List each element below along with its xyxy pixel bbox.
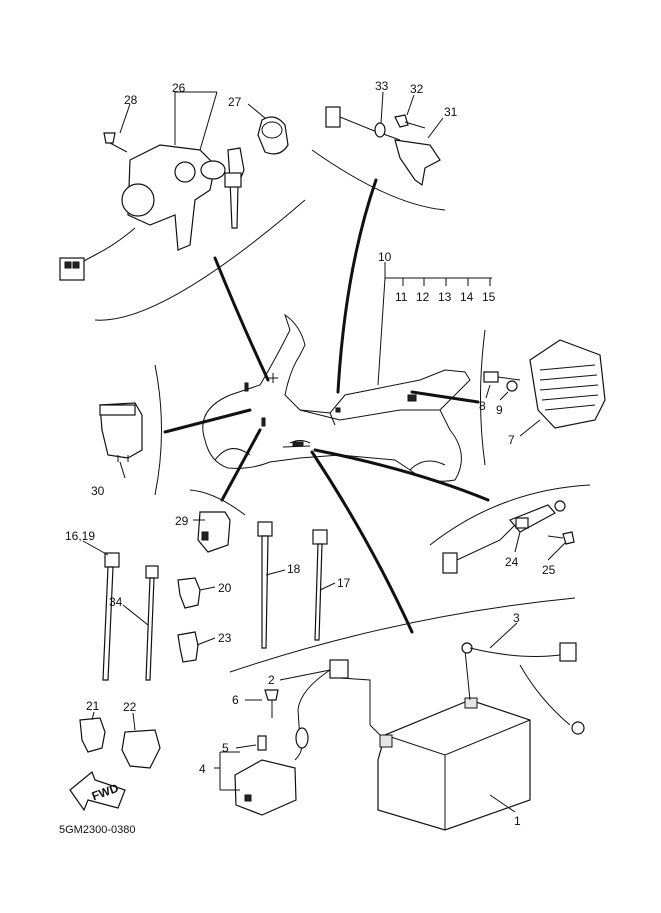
- battery-assembly: [234, 642, 585, 831]
- bike-marker-5: [335, 407, 341, 413]
- leader-battery: [310, 450, 414, 634]
- callout-34: 34: [109, 595, 123, 609]
- relay-29: [197, 511, 231, 553]
- relay-30: [99, 402, 143, 462]
- callout-5: 5: [222, 741, 229, 755]
- callout-6: 6: [232, 693, 239, 707]
- callout-1: 1: [514, 814, 521, 828]
- frame-switch-group: [311, 149, 446, 211]
- bike-marker-4: [407, 394, 417, 402]
- sensor-assembly: [442, 500, 575, 574]
- callout-31: 31: [444, 105, 458, 119]
- callout-23: 23: [218, 631, 232, 645]
- ignition-connector: [59, 257, 85, 281]
- leader-ignition: [213, 256, 270, 382]
- callout-28: 28: [124, 93, 138, 107]
- frame-ignition-group: [94, 199, 306, 321]
- frame-battery-group: [229, 597, 576, 673]
- relay-4: [234, 759, 297, 816]
- callout-15: 15: [482, 290, 496, 304]
- callout-30: 30: [91, 484, 105, 498]
- callout-7: 7: [508, 433, 515, 447]
- callout-27: 27: [228, 95, 242, 109]
- bike-marker-1: [244, 382, 249, 392]
- callout-20: 20: [218, 581, 232, 595]
- clamp-22: [121, 729, 161, 769]
- callout-21: 21: [86, 699, 100, 713]
- screw-25: [562, 531, 575, 545]
- bike-marker-2: [261, 417, 266, 427]
- leader-relay30: [163, 408, 252, 434]
- bolt-8: [483, 371, 499, 383]
- leader-switch: [336, 178, 378, 394]
- callout-2: 2: [268, 673, 275, 687]
- ignition-lock-assembly: [59, 116, 289, 281]
- cable-tie-16-19: [102, 552, 120, 681]
- callout-8: 8: [479, 399, 486, 413]
- sensor-connector: [442, 552, 458, 574]
- callout-12: 12: [416, 290, 430, 304]
- callout-24: 24: [505, 555, 519, 569]
- frame-relay30-group: [154, 364, 162, 496]
- callout-14: 14: [460, 290, 474, 304]
- leader-relay29: [220, 428, 262, 502]
- frame-relay29-group: [189, 489, 246, 516]
- callout-17: 17: [337, 576, 351, 590]
- callout-13: 13: [438, 290, 452, 304]
- callout-4: 4: [199, 762, 206, 776]
- rectifier-assembly: [483, 339, 606, 429]
- callout-25: 25: [542, 563, 556, 577]
- leader-rectifier: [410, 390, 480, 404]
- callout-10: 10: [378, 250, 392, 264]
- callout-22: 22: [123, 700, 137, 714]
- leader-sensor: [313, 448, 490, 502]
- callout-9: 9: [496, 403, 503, 417]
- document-code: 5GM2300-0380: [59, 824, 135, 836]
- motorcycle-outline: [202, 313, 471, 482]
- screw-32: [394, 114, 409, 128]
- callout-18: 18: [287, 562, 301, 576]
- cable-2-connector: [329, 659, 349, 679]
- switch-assembly: [325, 106, 441, 187]
- frame-sensor-group: [429, 484, 591, 546]
- battery-1: [377, 699, 531, 831]
- clamp-21: [79, 717, 106, 753]
- switch-connector: [325, 106, 341, 128]
- callout-leaders: [82, 91, 567, 813]
- switch-body-31: [394, 139, 441, 187]
- callout-32: 32: [410, 82, 424, 96]
- callout-16-19: 16,19: [65, 529, 95, 543]
- cable-tie-17: [312, 529, 328, 641]
- rectifier-7: [529, 339, 606, 429]
- callout-26: 26: [172, 81, 186, 95]
- bolt-28: [103, 132, 116, 144]
- frame-rectifier-group: [480, 329, 486, 466]
- cable-tie-18: [257, 521, 273, 649]
- callout-3: 3: [513, 611, 520, 625]
- clamp-20: [177, 577, 201, 609]
- callout-29: 29: [175, 514, 189, 528]
- callout-33: 33: [375, 79, 389, 93]
- cable-tie-34: [145, 565, 159, 681]
- callout-11: 11: [395, 290, 408, 304]
- washer-9: [506, 380, 518, 392]
- bike-harness-mark: [292, 441, 304, 447]
- clamp-23: [177, 631, 199, 663]
- fuse-5: [257, 735, 267, 751]
- bike-marker-3: [268, 373, 278, 383]
- bolt-6: [264, 689, 279, 701]
- fwd-arrow: FWD: [69, 771, 126, 812]
- callout-labels: 26 27 28 33 32 31 10 11 12 13 14 15 8 9 …: [65, 79, 556, 828]
